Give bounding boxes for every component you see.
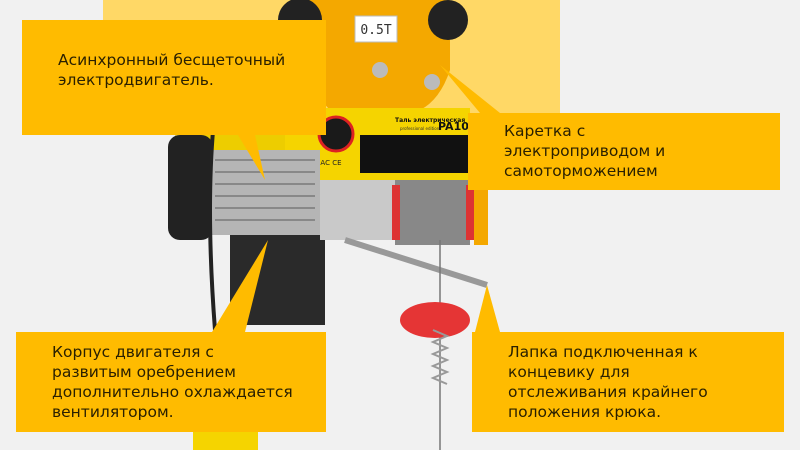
capacity-plate bbox=[354, 15, 398, 43]
gearbox bbox=[320, 180, 400, 240]
callout-motor: Асинхронный бесщеточный электродвигатель… bbox=[22, 20, 326, 135]
bolt bbox=[424, 74, 440, 90]
callout-pointer bbox=[440, 65, 500, 113]
side-plate bbox=[474, 185, 488, 245]
plate-title: Таль электрическая bbox=[395, 117, 465, 124]
callout-trolley-text: Каретка с электроприводом и самоторможен… bbox=[504, 122, 666, 180]
callout-pointer bbox=[212, 240, 268, 332]
motor-housing bbox=[210, 150, 320, 235]
callout-limit-lever: Лапка подключенная к концевику для отсле… bbox=[472, 332, 784, 432]
stand-post bbox=[193, 432, 258, 450]
capacity-plate-text: 0.5T bbox=[360, 23, 391, 38]
callout-limit-lever-text: Лапка подключенная к концевику для отсле… bbox=[508, 343, 708, 421]
trolley-wheel bbox=[428, 0, 468, 40]
callout-pointer bbox=[238, 135, 265, 180]
bolt bbox=[372, 62, 388, 78]
stopper-disc bbox=[400, 302, 470, 338]
limit-switch-lever bbox=[344, 237, 488, 288]
cable-drum bbox=[395, 180, 470, 245]
cert-marks: EAC CE bbox=[316, 159, 342, 167]
callout-motor-housing: Корпус двигателя с развитым оребрением д… bbox=[16, 332, 326, 432]
drum-flange bbox=[466, 185, 476, 240]
callout-motor-housing-text: Корпус двигателя с развитым оребрением д… bbox=[52, 343, 293, 421]
model-label: PA10 bbox=[438, 120, 469, 133]
spec-plate bbox=[360, 135, 468, 173]
plate-subtitle: professional edition bbox=[400, 126, 440, 131]
spring bbox=[430, 329, 450, 385]
drum-flange bbox=[392, 185, 400, 240]
callout-trolley: Каретка с электроприводом и самоторможен… bbox=[468, 113, 780, 190]
trolley-plate bbox=[305, 0, 450, 110]
motor-fan-cover bbox=[168, 135, 213, 240]
callout-pointer bbox=[475, 285, 500, 332]
callout-motor-text: Асинхронный бесщеточный электродвигатель… bbox=[58, 51, 286, 89]
